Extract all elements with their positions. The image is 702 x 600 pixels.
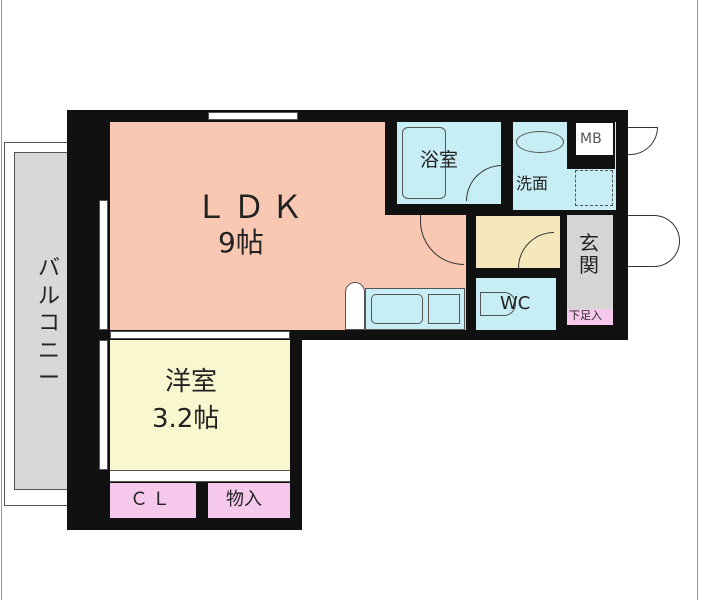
window xyxy=(99,200,108,330)
washroom-label: 洗面 xyxy=(516,174,549,193)
window xyxy=(208,112,298,120)
wall xyxy=(196,483,208,519)
shoe-label: 下足入 xyxy=(569,309,602,322)
bath-label: 浴室 xyxy=(420,149,459,171)
sliding-door[interactable] xyxy=(110,331,290,339)
bathtub xyxy=(402,127,446,199)
balcony-label: バ ル コ ニ ー xyxy=(38,256,61,391)
washing-machine-space xyxy=(575,170,613,206)
stove xyxy=(428,294,460,324)
room-storage xyxy=(208,483,290,518)
washbasin xyxy=(516,131,564,153)
closet-doors[interactable] xyxy=(110,470,290,482)
ldk-name: ＬＤＫ xyxy=(195,188,310,226)
toilet xyxy=(480,292,516,316)
western-name: 洋室 xyxy=(165,367,218,397)
closet-label: ＣＬ xyxy=(130,489,174,510)
room-ldk xyxy=(110,122,385,330)
mb-label: MB xyxy=(580,131,602,147)
window xyxy=(99,340,108,470)
wc-label: WC xyxy=(500,293,531,314)
front-door[interactable] xyxy=(628,215,680,267)
frame-right xyxy=(697,0,698,600)
frame-left xyxy=(1,0,2,600)
fridge xyxy=(345,282,365,330)
entrance-label: 玄 関 xyxy=(579,231,599,277)
door-mb[interactable] xyxy=(628,127,658,155)
room-closet xyxy=(110,483,196,518)
shoe-storage xyxy=(567,309,613,325)
entrance xyxy=(567,215,613,309)
storage-label: 物入 xyxy=(226,489,262,510)
room-western xyxy=(110,340,290,470)
ldk-size: 9帖 xyxy=(218,226,264,259)
room-mb xyxy=(576,123,613,155)
western-size: 3.2帖 xyxy=(152,404,220,434)
sink xyxy=(371,294,423,324)
